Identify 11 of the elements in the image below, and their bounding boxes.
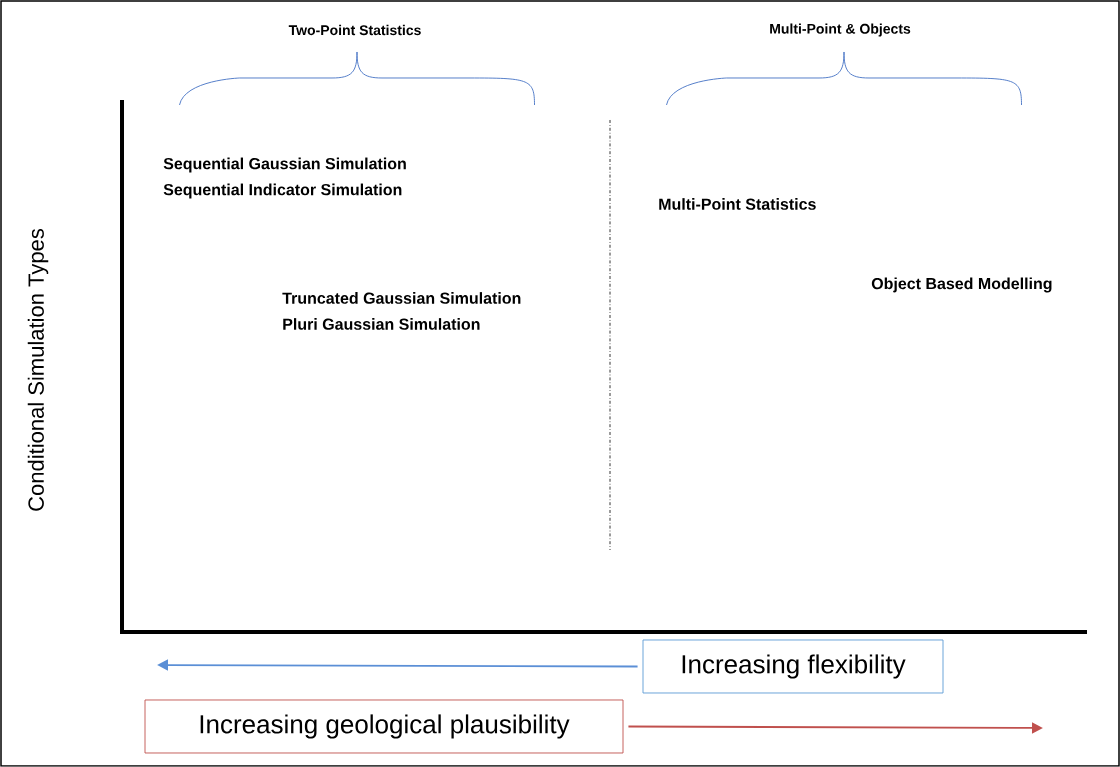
group-heading: Multi-Point & Objects bbox=[770, 23, 911, 37]
method-label: Truncated Gaussian Simulation bbox=[282, 292, 521, 304]
method-label: Object Based Modelling bbox=[871, 277, 1052, 293]
method-label: Sequential Indicator Simulation bbox=[163, 183, 402, 199]
axis-label: Conditional Simulation Types bbox=[27, 229, 49, 511]
text-box: Increasing geological plausibility bbox=[144, 699, 624, 754]
method-label: Pluri Gaussian Simulation bbox=[283, 318, 480, 330]
text-box: Increasing flexibility bbox=[642, 639, 944, 694]
method-label: Sequential Gaussian Simulation bbox=[163, 157, 406, 173]
method-label: Multi-Point Statistics bbox=[659, 198, 816, 210]
group-heading: Two-Point Statistics bbox=[288, 24, 421, 36]
